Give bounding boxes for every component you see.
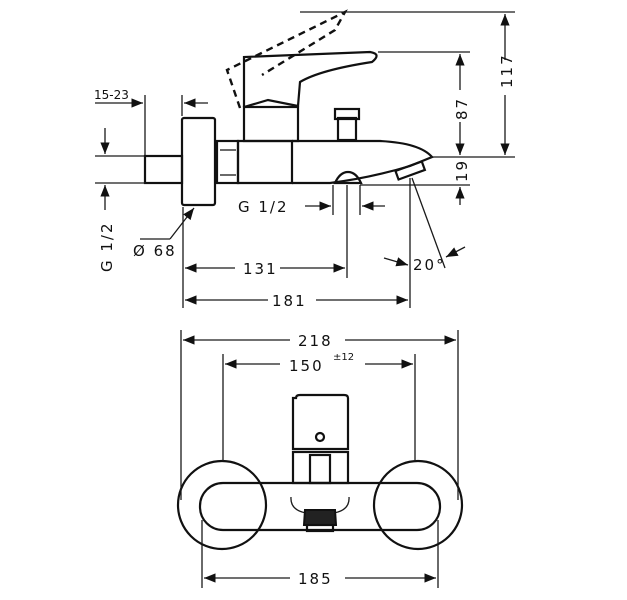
dim-117: 117: [498, 53, 516, 88]
spout: [292, 139, 434, 185]
outlet-front: [302, 509, 338, 526]
outlet: [333, 170, 363, 185]
lever-dot: [314, 431, 326, 443]
dim-218: 218: [298, 332, 333, 350]
left-rosette: [176, 459, 268, 551]
dim-inlet-thread: G 1/2: [98, 221, 116, 272]
right-rosette: [372, 459, 464, 551]
stem-housing: [291, 450, 350, 485]
dim-185: 185: [298, 570, 333, 588]
wall-flange: [180, 116, 217, 207]
inlet-stub: [143, 154, 184, 185]
mixer-body: [236, 139, 294, 185]
diverter-stem: [336, 116, 358, 142]
lever-handle: [242, 50, 378, 109]
connection-nut: [215, 139, 240, 185]
dim-angle: 20°: [413, 256, 446, 274]
dim-19: 19: [453, 159, 471, 182]
aerator: [394, 160, 427, 181]
dim-131: 131: [243, 260, 278, 278]
dim-150: 150: [289, 357, 324, 375]
lever-front: [291, 393, 350, 451]
dim-150-tolerance: ±12: [333, 352, 354, 363]
dim-181: 181: [272, 292, 307, 310]
stem-neck: [308, 453, 332, 485]
dim-87: 87: [453, 97, 471, 120]
front-view: [176, 393, 464, 551]
side-dimensions: 117 87 19 15-23 G 1/2 G 1/2 Ø 68 131 181: [94, 11, 516, 310]
dim-15-23: 15-23: [94, 88, 129, 102]
front-dimensions: 218 150 ±12 185: [180, 330, 459, 588]
lever-column: [242, 105, 300, 143]
dim-flange-diameter: Ø 68: [133, 242, 177, 260]
dim-outlet-thread: G 1/2: [238, 198, 289, 216]
side-view: [143, 9, 434, 207]
diverter-knob: [333, 107, 361, 121]
